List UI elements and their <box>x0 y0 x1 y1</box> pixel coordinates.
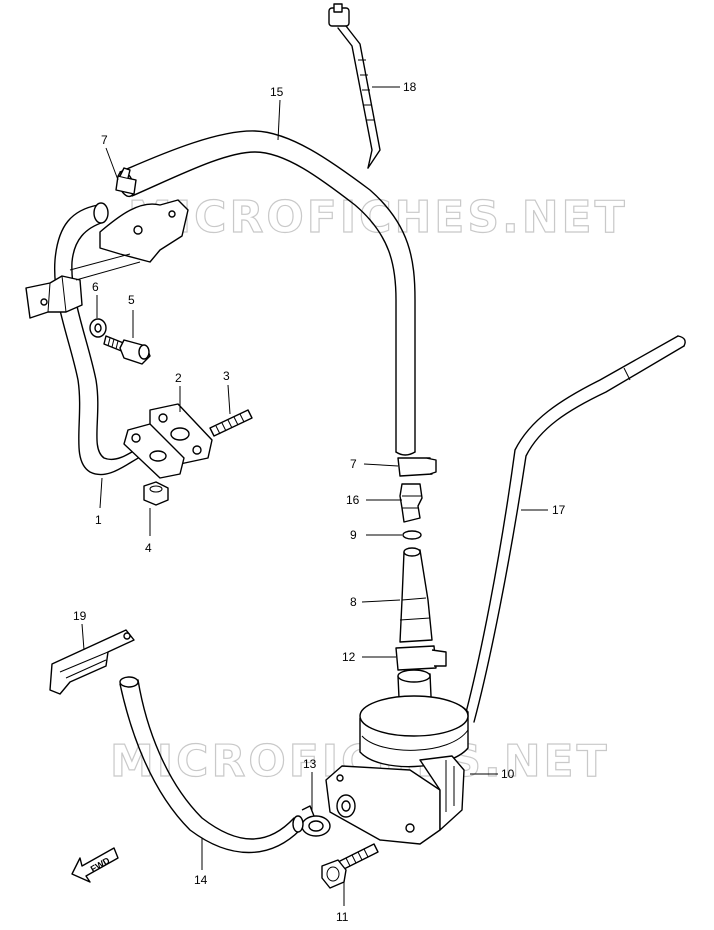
callout-8: 8 <box>350 595 357 609</box>
callout-7-lower: 7 <box>350 457 357 471</box>
bolt-5 <box>103 335 151 365</box>
callout-6: 6 <box>92 280 99 294</box>
stud-3 <box>209 409 253 437</box>
callout-15: 15 <box>270 85 284 99</box>
washer-6 <box>89 318 107 338</box>
callout-4: 4 <box>145 541 152 555</box>
cable-tie-18 <box>328 3 381 169</box>
callout-11: 11 <box>336 910 349 924</box>
hose-14 <box>119 676 304 854</box>
hose-8 <box>399 547 433 643</box>
fuel-pump-10 <box>325 669 469 845</box>
connector-16 <box>399 483 423 523</box>
pipe-flange <box>123 423 185 479</box>
leader-lines <box>81 86 548 906</box>
hose-17 <box>463 335 686 723</box>
bracket-19 <box>49 629 135 695</box>
callout-12: 12 <box>342 650 356 664</box>
clamp-7-lower <box>397 457 437 477</box>
callout-17: 17 <box>552 503 566 517</box>
nut-4 <box>143 481 169 506</box>
fwd-arrow-icon: FWD <box>71 847 119 883</box>
o-ring-9 <box>402 530 422 540</box>
flange-2 <box>149 403 213 465</box>
pipe-1 <box>25 202 153 476</box>
watermark-top: MICROFICHES.NET <box>128 192 628 243</box>
mount-bracket <box>69 199 189 281</box>
callout-5: 5 <box>128 293 135 307</box>
callout-16: 16 <box>346 493 360 507</box>
callout-18: 18 <box>403 80 417 94</box>
bolt-11 <box>321 843 379 889</box>
callouts: 1 2 3 4 5 6 7 7 8 9 10 11 12 13 14 15 16… <box>73 80 566 924</box>
callout-2: 2 <box>175 371 182 385</box>
callout-3: 3 <box>223 369 230 383</box>
callout-19: 19 <box>73 609 87 623</box>
clamp-7-upper <box>115 167 137 195</box>
callout-13: 13 <box>303 757 317 771</box>
callout-7-upper: 7 <box>101 133 108 147</box>
hose-15 <box>117 130 416 456</box>
clamp-13 <box>301 805 331 837</box>
callout-14: 14 <box>194 873 208 887</box>
callout-10: 10 <box>501 767 515 781</box>
callout-9: 9 <box>350 528 357 542</box>
callout-1: 1 <box>95 513 102 527</box>
clamp-12 <box>395 645 447 671</box>
